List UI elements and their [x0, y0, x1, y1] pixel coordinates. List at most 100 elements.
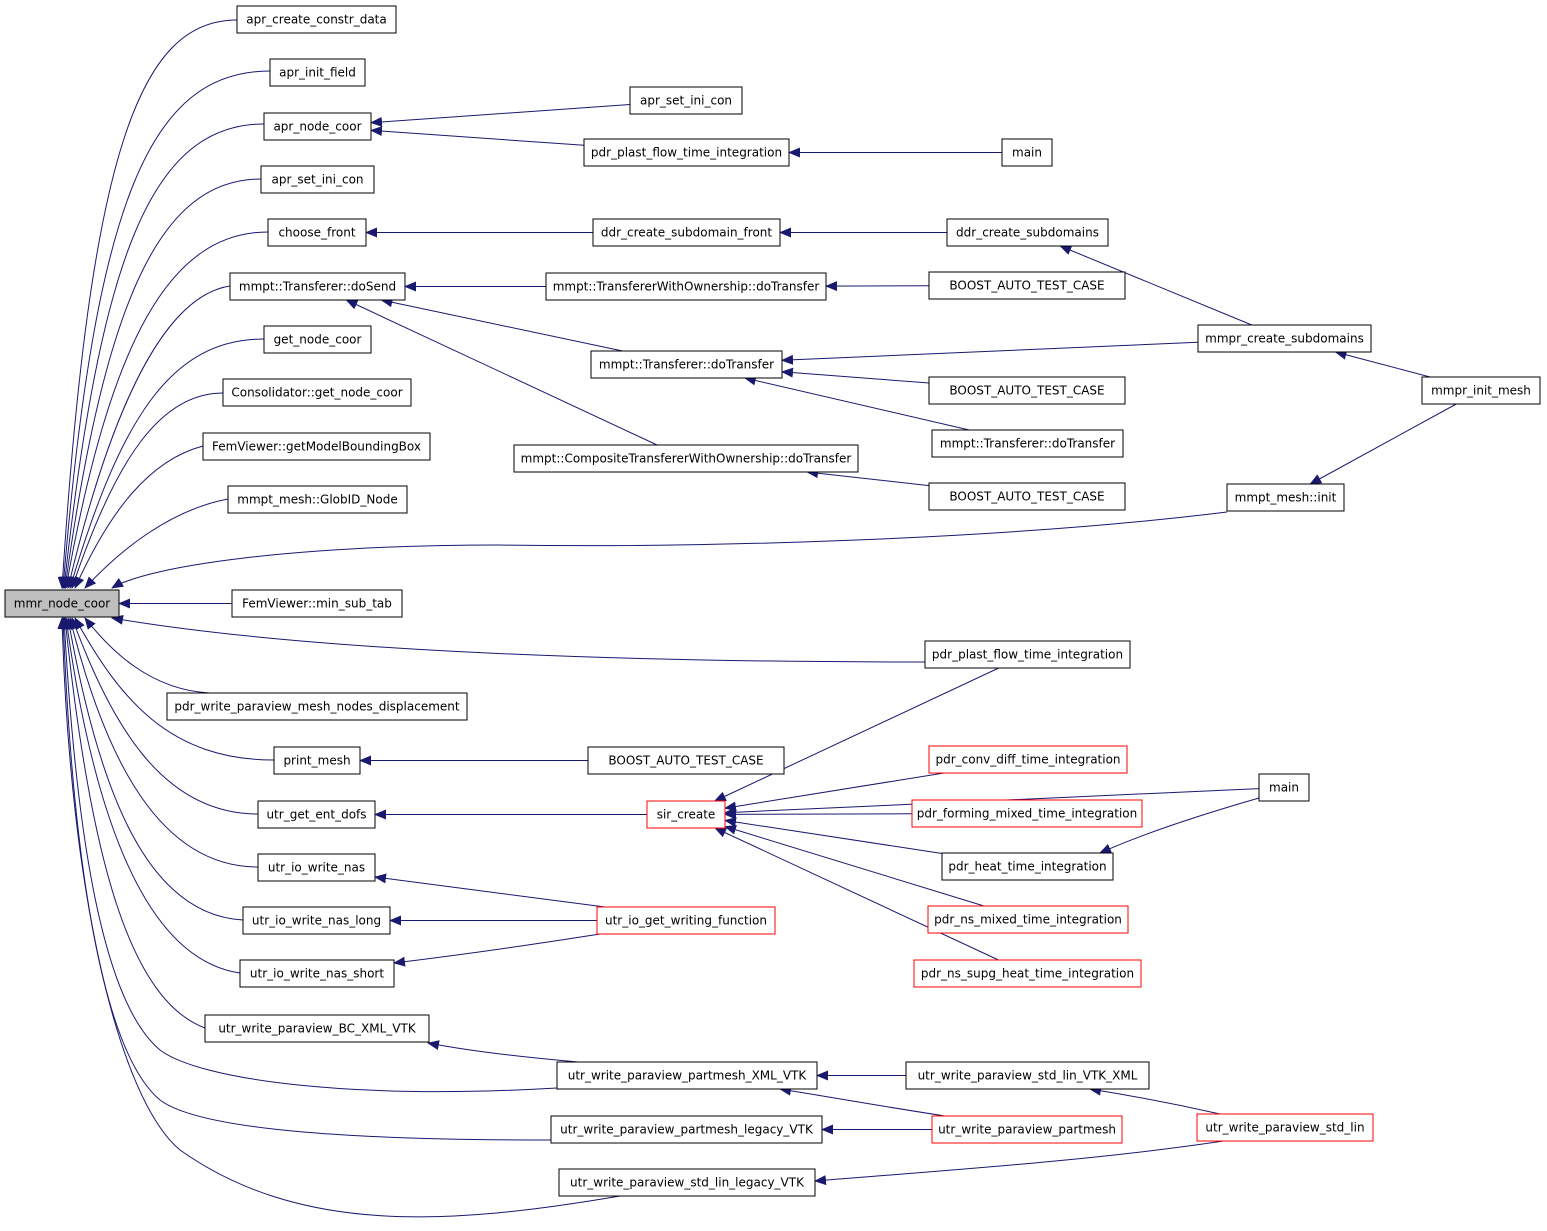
node-utr-write-paraview-partmesh-legacy-vtk[interactable]: utr_write_paraview_partmesh_legacy_VTK [550, 1115, 823, 1144]
node-label: main [1269, 781, 1299, 795]
node-label: apr_node_coor [273, 120, 361, 134]
node-mmpr-init-mesh[interactable]: mmpr_init_mesh [1421, 376, 1541, 405]
node-box [941, 852, 1114, 881]
node-box [587, 746, 785, 775]
node-utr-io-write-nas-short[interactable]: utr_io_write_nas_short [239, 959, 395, 988]
node-box [260, 165, 375, 194]
node-femviewer-min-sub-tab[interactable]: FemViewer::min_sub_tab [231, 589, 403, 618]
node-label: utr_write_paraview_std_lin [1205, 1121, 1364, 1135]
node-label: BOOST_AUTO_TEST_CASE [949, 490, 1104, 504]
node-label: utr_write_paraview_std_lin_VTK_XML [918, 1069, 1138, 1083]
node-box [4, 589, 120, 618]
node-pdr-ns-mixed-time-integration[interactable]: pdr_ns_mixed_time_integration [927, 905, 1129, 934]
node-main[interactable]: main [1001, 138, 1053, 167]
node-box [913, 959, 1142, 988]
node-box [928, 271, 1126, 300]
node-label: BOOST_AUTO_TEST_CASE [949, 279, 1104, 293]
node-apr-init-field[interactable]: apr_init_field [269, 58, 366, 87]
node-mmr-node-coor[interactable]: mmr_node_coor [4, 589, 120, 618]
node-utr-io-write-nas-long[interactable]: utr_io_write_nas_long [242, 906, 391, 935]
node-box [931, 429, 1124, 458]
node-pdr-forming-mixed-time-integration[interactable]: pdr_forming_mixed_time_integration [911, 799, 1143, 828]
node-utr-get-ent-dofs[interactable]: utr_get_ent_dofs [257, 800, 376, 829]
node-print-mesh[interactable]: print_mesh [273, 746, 361, 775]
node-mmpt-mesh-globid-node[interactable]: mmpt_mesh::GlobID_Node [227, 485, 408, 514]
node-label: utr_write_paraview_partmesh_XML_VTK [568, 1069, 808, 1083]
node-box [1421, 376, 1541, 405]
node-label: mmpt::Transferer::doTransfer [599, 358, 774, 372]
node-label: pdr_heat_time_integration [948, 860, 1106, 874]
node-apr-set-ini-con[interactable]: apr_set_ini_con [260, 165, 375, 194]
node-mmpt-transfererwithownership-dotransfer[interactable]: mmpt::TransfererWithOwnership::doTransfe… [545, 272, 827, 301]
node-sir-create[interactable]: sir_create [646, 800, 726, 829]
edge-apr-set-ini-con-to-apr-node-coor [370, 104, 631, 127]
node-pdr-conv-diff-time-integration[interactable]: pdr_conv_diff_time_integration [928, 745, 1128, 774]
node-utr-io-get-writing-function[interactable]: utr_io_get_writing_function [596, 906, 776, 935]
edge-utr-write-paraview-partmesh-xml-vtk-to-utr-write-paraview-bc-xml-vtk [427, 1040, 579, 1063]
node-pdr-plast-flow-time-integration[interactable]: pdr_plast_flow_time_integration [583, 138, 790, 167]
node-mmpt-compositetransfererwithownership-dotransfer[interactable]: mmpt::CompositeTransfererWithOwnership::… [513, 444, 859, 473]
node-label: apr_create_constr_data [246, 13, 386, 27]
node-get-node-coor[interactable]: get_node_coor [263, 325, 372, 354]
node-utr-write-paraview-std-lin-legacy-vtk[interactable]: utr_write_paraview_std_lin_legacy_VTK [558, 1168, 816, 1197]
node-main[interactable]: main [1258, 773, 1310, 802]
node-label: mmpt::TransfererWithOwnership::doTransfe… [553, 280, 820, 294]
edge-print-mesh-to-mmr-node-coor [74, 617, 275, 761]
node-mmpt-transferer-dotransfer[interactable]: mmpt::Transferer::doTransfer [590, 350, 783, 379]
edge-consolidator-get-node-coor-to-mmr-node-coor [70, 392, 224, 589]
node-apr-set-ini-con[interactable]: apr_set_ini_con [629, 86, 743, 115]
edge-mmpt-mesh-globid-node-to-mmr-node-coor [84, 498, 229, 589]
edge-mmpt-transferer-dotransfer-to-mmpt-transferer-dosend [380, 297, 623, 352]
node-boost-auto-test-case[interactable]: BOOST_AUTO_TEST_CASE [928, 271, 1126, 300]
node-utr-write-paraview-std-lin[interactable]: utr_write_paraview_std_lin [1196, 1113, 1374, 1142]
edge-pdr-plast-flow-time-integration-to-apr-node-coor [370, 126, 585, 146]
edge-femviewer-getmodelboundingbox-to-mmr-node-coor [74, 445, 204, 589]
node-utr-io-write-nas[interactable]: utr_io_write_nas [257, 853, 376, 882]
node-box [263, 112, 372, 141]
node-box [905, 1061, 1150, 1090]
node-femviewer-getmodelboundingbox[interactable]: FemViewer::getModelBoundingBox [202, 432, 431, 461]
node-label: pdr_plast_flow_time_integration [932, 648, 1123, 662]
edge-mmpr-create-subdomains-to-mmpt-transferer-dotransfer [781, 341, 1199, 365]
node-mmpt-mesh-init[interactable]: mmpt_mesh::init [1226, 483, 1345, 512]
node-apr-create-constr-data[interactable]: apr_create_constr_data [236, 5, 397, 34]
edge-utr-write-paraview-bc-xml-vtk-to-mmr-node-coor [61, 617, 206, 1029]
node-consolidator-get-node-coor[interactable]: Consolidator::get_node_coor [222, 378, 412, 407]
edge-apr-set-ini-con-to-mmr-node-coor [61, 178, 262, 589]
node-box [556, 1061, 818, 1090]
node-label: apr_init_field [279, 66, 356, 80]
node-utr-write-paraview-partmesh[interactable]: utr_write_paraview_partmesh [931, 1115, 1123, 1144]
node-label: pdr_ns_mixed_time_integration [934, 913, 1122, 927]
edge-utr-io-write-nas-long-to-mmr-node-coor [64, 617, 244, 921]
edge-apr-init-field-to-mmr-node-coor [58, 70, 271, 589]
node-ddr-create-subdomain-front[interactable]: ddr_create_subdomain_front [592, 218, 781, 247]
node-mmpt-transferer-dosend[interactable]: mmpt::Transferer::doSend [229, 272, 406, 301]
node-utr-write-paraview-std-lin-vtk-xml[interactable]: utr_write_paraview_std_lin_VTK_XML [905, 1061, 1150, 1090]
node-utr-write-paraview-partmesh-xml-vtk[interactable]: utr_write_paraview_partmesh_XML_VTK [556, 1061, 818, 1090]
node-label: utr_write_paraview_partmesh [938, 1123, 1116, 1137]
node-utr-write-paraview-bc-xml-vtk[interactable]: utr_write_paraview_BC_XML_VTK [204, 1014, 430, 1043]
node-label: pdr_forming_mixed_time_integration [917, 807, 1138, 821]
node-boost-auto-test-case[interactable]: BOOST_AUTO_TEST_CASE [928, 482, 1126, 511]
node-box [1258, 773, 1310, 802]
node-pdr-plast-flow-time-integration[interactable]: pdr_plast_flow_time_integration [924, 640, 1131, 669]
node-apr-node-coor[interactable]: apr_node_coor [263, 112, 372, 141]
node-choose-front[interactable]: choose_front [267, 218, 367, 247]
node-box [1197, 324, 1372, 353]
node-label: sir_create [657, 808, 716, 822]
edge-pdr-plast-flow-time-integration-to-mmr-node-coor [111, 614, 926, 663]
node-pdr-ns-supg-heat-time-integration[interactable]: pdr_ns_supg_heat_time_integration [913, 959, 1142, 988]
node-mmpt-transferer-dotransfer[interactable]: mmpt::Transferer::doTransfer [931, 429, 1124, 458]
edge-get-node-coor-to-mmr-node-coor [68, 338, 265, 589]
node-box [590, 350, 783, 379]
node-pdr-heat-time-integration[interactable]: pdr_heat_time_integration [941, 852, 1114, 881]
node-label: mmpt::Transferer::doTransfer [940, 437, 1115, 451]
node-boost-auto-test-case[interactable]: BOOST_AUTO_TEST_CASE [587, 746, 785, 775]
node-pdr-write-paraview-mesh-nodes-displacement[interactable]: pdr_write_paraview_mesh_nodes_displaceme… [166, 692, 468, 721]
edge-choose-front-to-mmr-node-coor [63, 231, 269, 589]
node-ddr-create-subdomains[interactable]: ddr_create_subdomains [946, 218, 1109, 247]
edge-mmpt-transferer-dosend-to-mmr-node-coor [65, 285, 231, 589]
node-boost-auto-test-case[interactable]: BOOST_AUTO_TEST_CASE [928, 376, 1126, 405]
node-mmpr-create-subdomains[interactable]: mmpr_create_subdomains [1197, 324, 1372, 353]
